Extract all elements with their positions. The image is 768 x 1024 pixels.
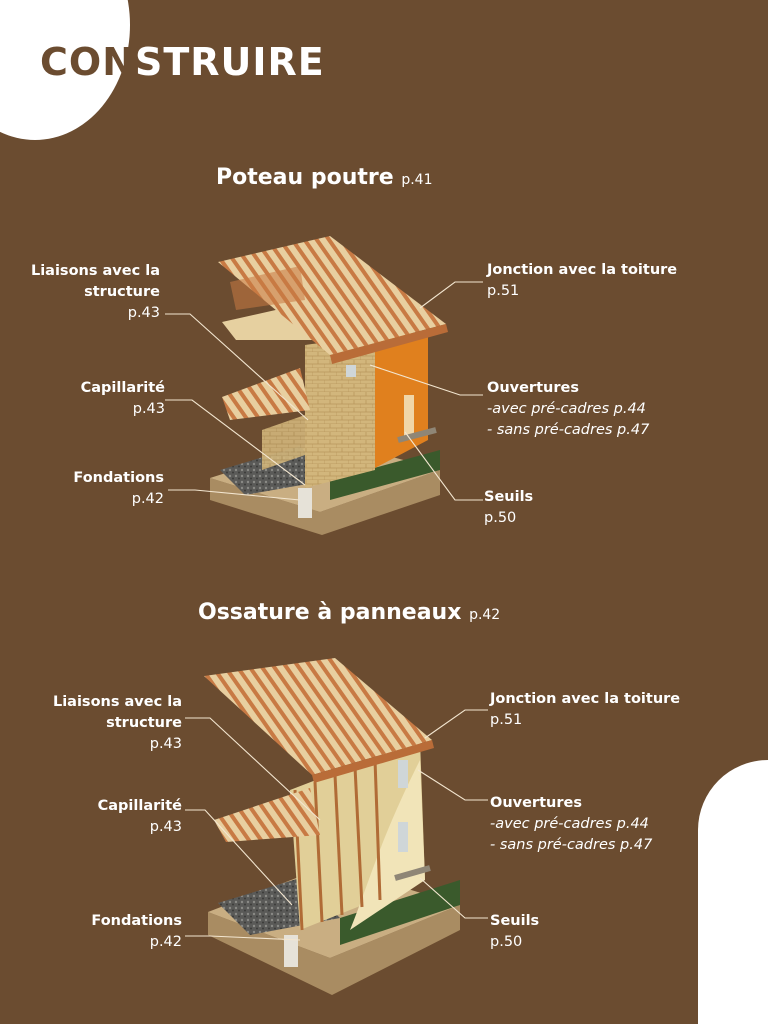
label-ouvertures-title: Ouvertures <box>490 795 582 811</box>
label-ouvertures-line2: - sans pré-cadres p.47 <box>490 837 653 853</box>
label-capillarite: Capillarité p.43 <box>81 378 165 420</box>
house-illustration-ossature-panneaux <box>204 658 460 995</box>
label-liaisons-line2: structure <box>106 715 182 731</box>
label-liaisons-line1: Liaisons avec la <box>52 694 182 710</box>
label-capillarite-page: p.43 <box>132 401 165 417</box>
label-ouvertures-title: Ouvertures <box>487 380 579 396</box>
label-ouvertures-line2: - sans pré-cadres p.47 <box>487 422 650 438</box>
label-seuils-page: p.50 <box>490 934 523 950</box>
section-title-text: Poteau poutre <box>216 165 394 190</box>
label-jonction-title: Jonction avec la toiture <box>490 691 681 707</box>
label-liaisons: Liaisons avec la structure p.43 <box>53 692 182 755</box>
label-ouvertures: Ouvertures -avec pré-cadres p.44 - sans … <box>490 793 652 856</box>
section-title: Ossature à panneaux p.42 <box>198 600 500 625</box>
label-capillarite-title: Capillarité <box>80 380 165 396</box>
label-seuils: Seuils p.50 <box>484 487 533 529</box>
label-ouvertures: Ouvertures -avec pré-cadres p.44 - sans … <box>487 378 649 441</box>
label-seuils-page: p.50 <box>484 510 517 526</box>
label-jonction-page: p.51 <box>487 283 520 299</box>
label-seuils-title: Seuils <box>484 489 534 505</box>
leader-lines <box>165 281 488 941</box>
page-title-part2: STRUIRE <box>135 40 325 84</box>
label-fondations-page: p.42 <box>149 934 182 950</box>
house-illustration-poteau-poutre <box>210 236 448 535</box>
label-fondations-title: Fondations <box>91 913 182 929</box>
label-ouvertures-line1: -avec pré-cadres p.44 <box>487 401 646 417</box>
section-page-ref: p.41 <box>401 172 433 188</box>
label-seuils: Seuils p.50 <box>490 911 539 953</box>
label-liaisons-page: p.43 <box>127 305 160 321</box>
page-edge-decoration <box>698 760 768 1024</box>
label-capillarite-title: Capillarité <box>97 798 182 814</box>
section-page-ref: p.42 <box>469 607 501 623</box>
label-liaisons-page: p.43 <box>149 736 182 752</box>
label-fondations: Fondations p.42 <box>91 911 182 953</box>
label-jonction-page: p.51 <box>490 712 523 728</box>
label-capillarite-page: p.43 <box>149 819 182 835</box>
section-title-text: Ossature à panneaux <box>198 600 462 625</box>
label-jonction: Jonction avec la toiture p.51 <box>490 689 680 731</box>
label-liaisons: Liaisons avec la structure p.43 <box>31 261 160 324</box>
label-capillarite: Capillarité p.43 <box>98 796 182 838</box>
label-seuils-title: Seuils <box>490 913 540 929</box>
label-fondations-page: p.42 <box>131 491 164 507</box>
label-liaisons-line1: Liaisons avec la <box>30 263 160 279</box>
section-title: Poteau poutre p.41 <box>216 165 432 190</box>
label-fondations: Fondations p.42 <box>73 468 164 510</box>
label-jonction: Jonction avec la toiture p.51 <box>487 260 677 302</box>
label-jonction-title: Jonction avec la toiture <box>487 262 678 278</box>
page-title: CONSTRUIRE <box>40 40 325 84</box>
label-liaisons-line2: structure <box>84 284 160 300</box>
label-ouvertures-line1: -avec pré-cadres p.44 <box>490 816 649 832</box>
label-fondations-title: Fondations <box>73 470 164 486</box>
page-title-part1: CON <box>40 40 135 84</box>
